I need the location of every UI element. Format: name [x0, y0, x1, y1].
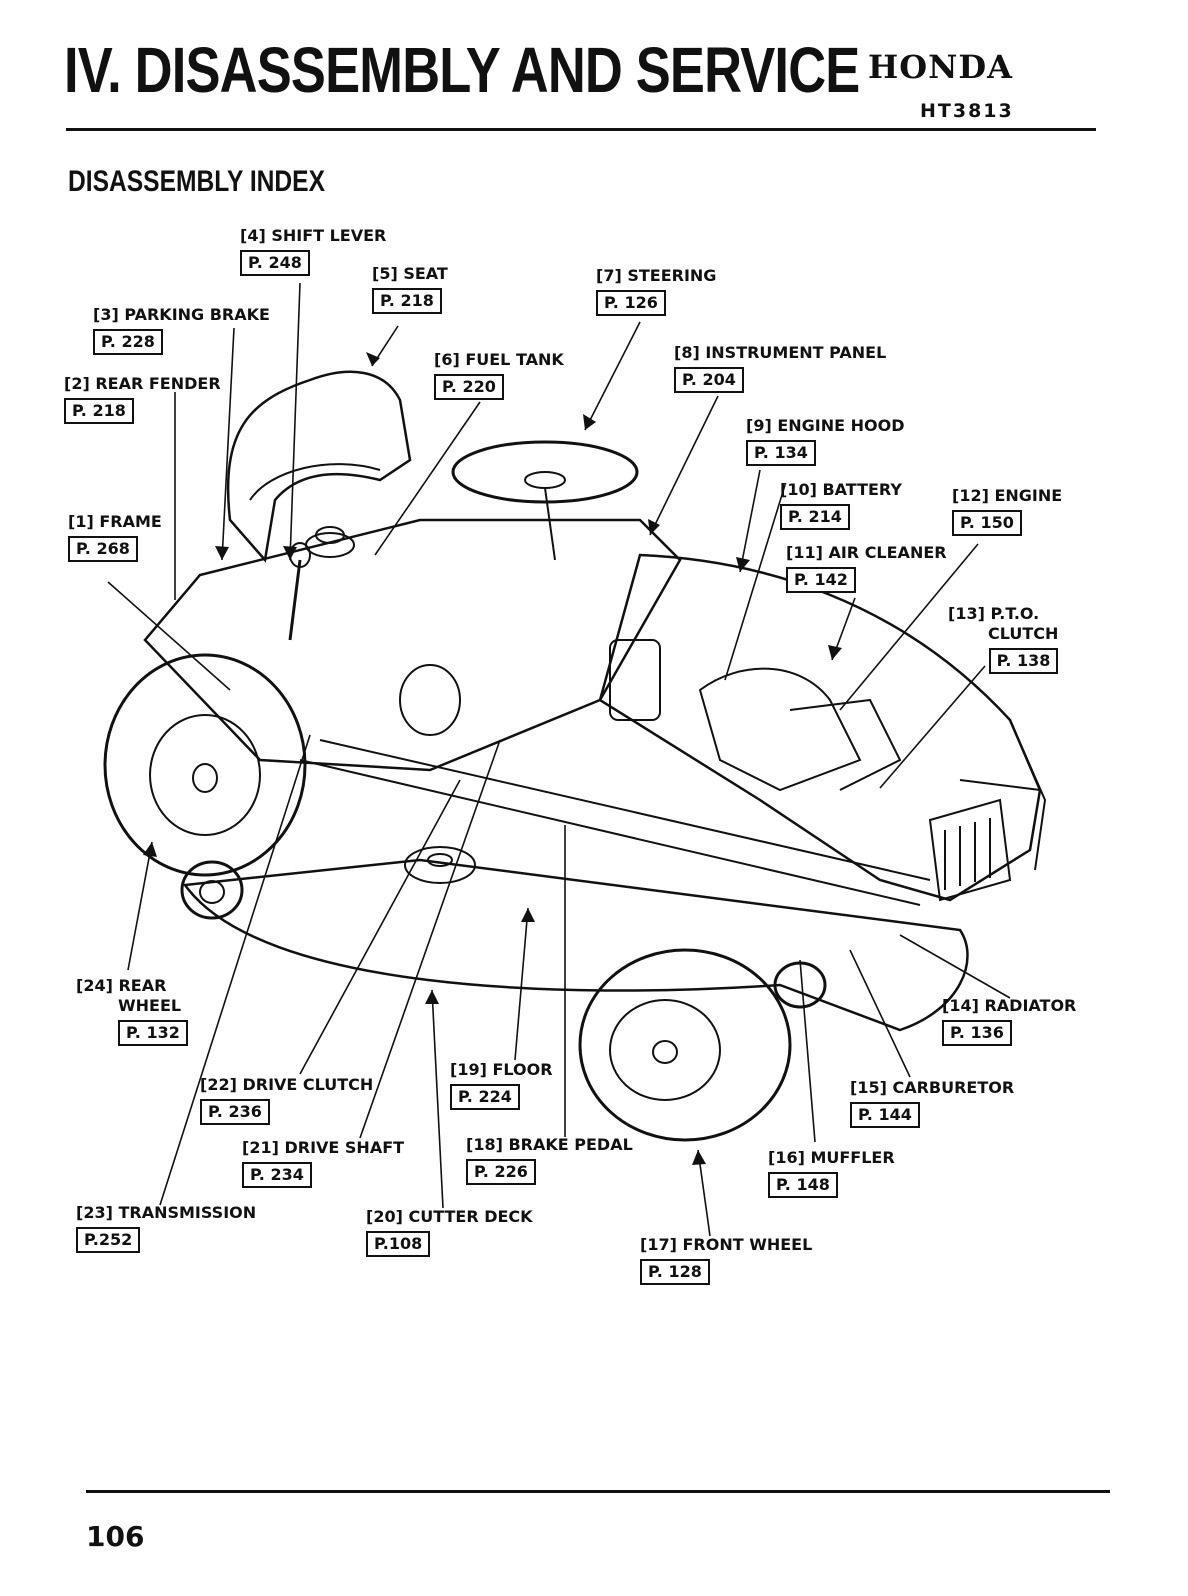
- leader-arrowheads: [143, 352, 842, 1165]
- callout-front-wheel: [17] FRONT WHEEL P. 128: [640, 1235, 812, 1285]
- page-reference: P. 148: [768, 1172, 838, 1198]
- page-reference: P. 218: [372, 288, 442, 314]
- callout-label: [7] STEERING: [596, 266, 717, 285]
- callout-label: [14] RADIATOR: [942, 996, 1077, 1015]
- callout-label: [18] BRAKE PEDAL: [466, 1135, 633, 1154]
- page-reference: P. 144: [850, 1102, 920, 1128]
- page-reference: P. 228: [93, 329, 163, 355]
- callout-air-cleaner: [11] AIR CLEANER P. 142: [786, 543, 947, 593]
- callout-label: [3] PARKING BRAKE: [93, 305, 270, 324]
- callout-engine-hood: [9] ENGINE HOOD P. 134: [746, 416, 905, 466]
- callout-battery: [10] BATTERY P. 214: [780, 480, 902, 530]
- model-number: HT3813: [920, 100, 1014, 122]
- callout-parking-brake: [3] PARKING BRAKE P. 228: [93, 305, 270, 355]
- callout-label: [20] CUTTER DECK: [366, 1207, 533, 1226]
- callout-label: [10] BATTERY: [780, 480, 902, 499]
- callout-label: [6] FUEL TANK: [434, 350, 564, 369]
- page-reference: P. 132: [118, 1020, 188, 1046]
- page-reference: P. 126: [596, 290, 666, 316]
- page-reference: P. 224: [450, 1084, 520, 1110]
- page-reference: P. 128: [640, 1259, 710, 1285]
- leader-lines: [107, 282, 1011, 1237]
- callout-engine: [12] ENGINE P. 150: [952, 486, 1062, 536]
- page-reference: P. 136: [942, 1020, 1012, 1046]
- callout-label: [2] REAR FENDER: [64, 374, 221, 393]
- callout-radiator: [14] RADIATOR P. 136: [942, 996, 1076, 1046]
- page-reference: P. 234: [242, 1162, 312, 1188]
- callout-label: [16] MUFFLER: [768, 1148, 895, 1167]
- callout-seat: [5] SEAT P. 218: [372, 264, 448, 314]
- page-reference: P. 236: [200, 1099, 270, 1125]
- page-reference: P. 204: [674, 367, 744, 393]
- chapter-title: IV. DISASSEMBLY AND SERVICE: [64, 34, 860, 106]
- page-reference: P. 134: [746, 440, 816, 466]
- callout-label: [9] ENGINE HOOD: [746, 416, 905, 435]
- section-title: DISASSEMBLY INDEX: [68, 165, 326, 198]
- callout-label: [22] DRIVE CLUTCH: [200, 1075, 374, 1094]
- page-reference: P. 268: [68, 536, 138, 562]
- callout-brake-pedal: [18] BRAKE PEDAL P. 226: [466, 1135, 633, 1185]
- callout-label: [15] CARBURETOR: [850, 1078, 1015, 1097]
- callout-muffler: [16] MUFFLER P. 148: [768, 1148, 895, 1198]
- callout-label: [12] ENGINE: [952, 486, 1063, 505]
- callout-steering: [7] STEERING P. 126: [596, 266, 716, 316]
- header-rule: [66, 128, 1096, 131]
- page-reference: P. 138: [988, 648, 1059, 674]
- page-reference: P. 142: [786, 567, 856, 593]
- page-reference: P.108: [366, 1231, 431, 1257]
- callout-frame: [1] FRAME P. 268: [68, 512, 162, 562]
- callout-label-line1: [13] P.T.O.: [948, 604, 1040, 623]
- page-reference: P.252: [76, 1227, 141, 1253]
- callout-label-line2: WHEEL: [118, 996, 182, 1015]
- callout-label-line2: CLUTCH: [988, 624, 1059, 643]
- callout-label: [23] TRANSMISSION: [76, 1203, 257, 1222]
- callout-pto-clutch: [13] P.T.O. CLUTCH P. 138: [948, 604, 1059, 674]
- callout-label: [4] SHIFT LEVER: [240, 226, 387, 245]
- footer-rule: [86, 1490, 1110, 1493]
- callout-shift-lever: [4] SHIFT LEVER P. 248: [240, 226, 386, 276]
- page-reference: P. 218: [64, 398, 134, 424]
- page-reference: P. 248: [240, 250, 310, 276]
- callout-carburetor: [15] CARBURETOR P. 144: [850, 1078, 1014, 1128]
- callout-label: [21] DRIVE SHAFT: [242, 1138, 405, 1157]
- callout-label: [17] FRONT WHEEL: [640, 1235, 813, 1254]
- callout-drive-clutch: [22] DRIVE CLUTCH P. 236: [200, 1075, 373, 1125]
- page-reference: P. 150: [952, 510, 1022, 536]
- callout-label: [19] FLOOR: [450, 1060, 553, 1079]
- callout-floor: [19] FLOOR P. 224: [450, 1060, 553, 1110]
- page-reference: P. 226: [466, 1159, 536, 1185]
- callout-label: [8] INSTRUMENT PANEL: [674, 343, 887, 362]
- callout-fuel-tank: [6] FUEL TANK P. 220: [434, 350, 564, 400]
- callout-drive-shaft: [21] DRIVE SHAFT P. 234: [242, 1138, 404, 1188]
- tractor-drawing: [103, 370, 1047, 1142]
- page-reference: P. 214: [780, 504, 850, 530]
- callout-label: [1] FRAME: [68, 512, 162, 531]
- brand-logo: HONDA: [868, 48, 1013, 86]
- callout-rear-wheel: [24] REAR WHEEL P. 132: [76, 976, 188, 1046]
- callout-cutter-deck: [20] CUTTER DECK P.108: [366, 1207, 533, 1257]
- callout-instrument-panel: [8] INSTRUMENT PANEL P. 204: [674, 343, 886, 393]
- callout-label: [5] SEAT: [372, 264, 448, 283]
- callout-label: [11] AIR CLEANER: [786, 543, 947, 562]
- callout-transmission: [23] TRANSMISSION P.252: [76, 1203, 256, 1253]
- callout-label-line1: [24] REAR: [76, 976, 167, 995]
- page-number: 106: [86, 1520, 145, 1553]
- page-reference: P. 220: [434, 374, 504, 400]
- callout-rear-fender: [2] REAR FENDER P. 218: [64, 374, 221, 424]
